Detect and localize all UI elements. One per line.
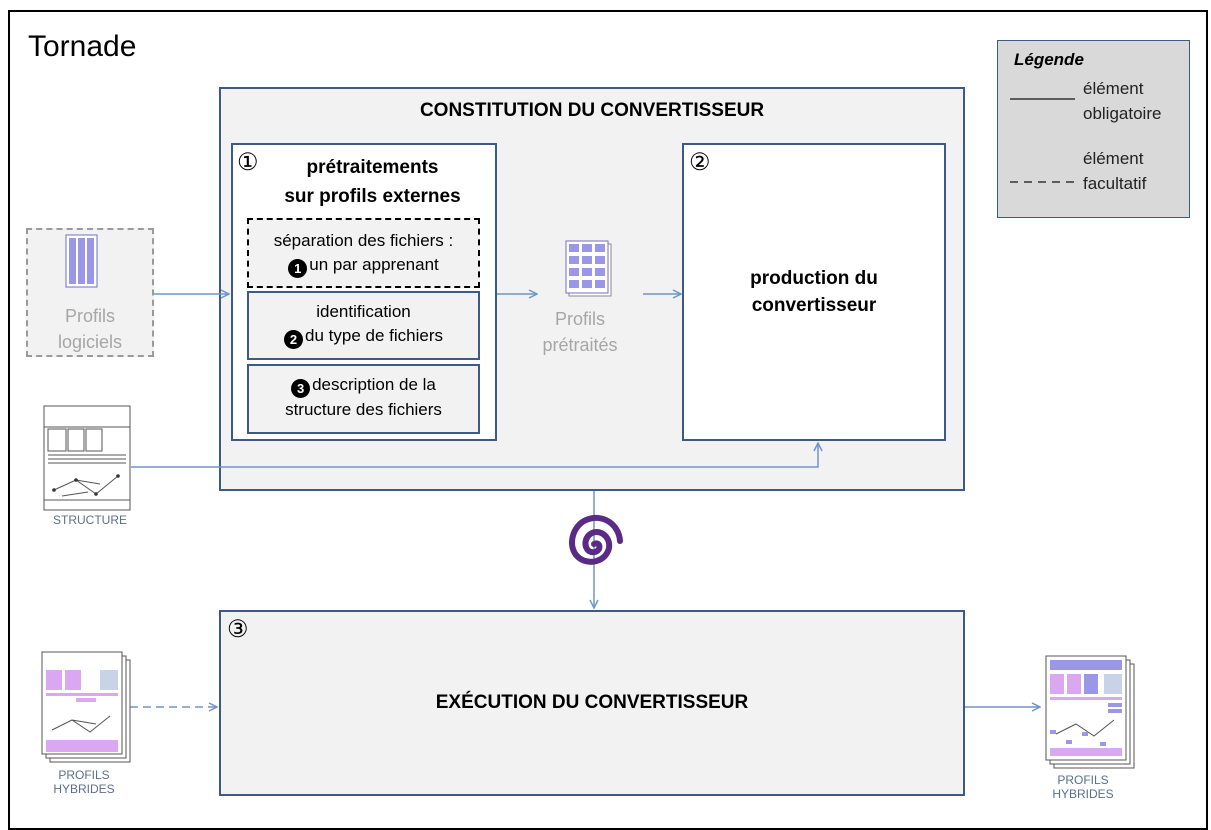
production-label: production du convertisseur <box>750 268 878 316</box>
profils-pretraites-icon <box>565 240 612 297</box>
legend-box <box>997 40 1190 218</box>
profils-hybrides-out-icon <box>1045 655 1135 769</box>
marker-2-icon: 2 <box>284 330 304 349</box>
step-number-3: ③ <box>227 616 249 643</box>
marker-3-icon: 3 <box>291 379 311 398</box>
step-identification-line1: identification <box>316 302 411 321</box>
arrow-structure-to-production <box>131 443 818 468</box>
pretraitements-title: prétraitements sur profils externes <box>284 157 461 207</box>
tornade-spiral-icon <box>569 514 623 565</box>
profils-pretraites-label: Profils prétraités <box>542 309 618 355</box>
profils-hybrides-in-icon <box>41 651 131 763</box>
legend-title: Légende <box>1014 50 1084 69</box>
profils-logiciels-icon <box>65 234 98 288</box>
profils-logiciels-label: Profils logiciels <box>57 306 123 352</box>
step-separation-line1: séparation des fichiers : <box>273 231 454 250</box>
step-number-2: ② <box>689 149 711 176</box>
execution-title: EXÉCUTION DU CONVERTISSEUR <box>435 692 749 713</box>
structure-label: STRUCTURE <box>53 513 127 527</box>
diagram-title: Tornade <box>28 30 137 63</box>
constitution-title: CONSTITUTION DU CONVERTISSEUR <box>419 100 765 121</box>
marker-1-icon: 1 <box>288 259 308 278</box>
production-box <box>682 143 946 441</box>
structure-icon <box>43 405 131 511</box>
step-number-1: ① <box>237 149 259 176</box>
execution-box <box>219 610 965 796</box>
step-description-line2: structure des fichiers <box>285 400 442 419</box>
